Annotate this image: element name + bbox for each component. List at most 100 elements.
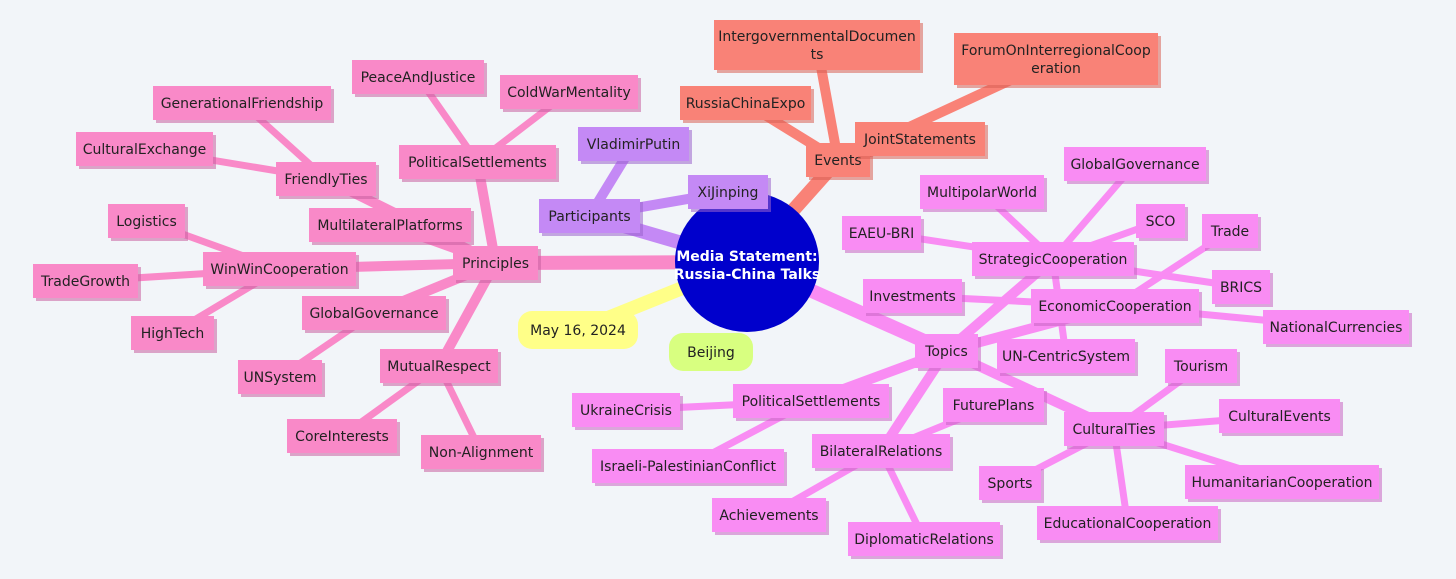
node-box [680, 86, 811, 120]
node-bilateralrelations[interactable]: BilateralRelations [812, 434, 953, 471]
node-trade[interactable]: Trade [1202, 214, 1261, 251]
node-label: Achievements [719, 508, 818, 524]
node-unsystem[interactable]: UNSystem [238, 360, 325, 397]
node-may-16-2024[interactable]: May 16, 2024 [518, 311, 638, 349]
node-israeli-palestinianconflict[interactable]: Israeli-PalestinianConflict [592, 449, 787, 486]
node-box [302, 296, 446, 330]
node-xijinping[interactable]: XiJinping [688, 175, 771, 212]
node-box [712, 498, 826, 532]
node-tradegrowth[interactable]: TradeGrowth [33, 264, 141, 301]
node-vladimirputin[interactable]: VladimirPutin [578, 127, 692, 164]
node-sports[interactable]: Sports [979, 466, 1044, 503]
node-label: Principles [462, 256, 529, 272]
node-culturalevents[interactable]: CulturalEvents [1219, 399, 1343, 436]
node-economiccooperation[interactable]: EconomicCooperation [1031, 289, 1202, 326]
node-box [33, 264, 138, 298]
node-diplomaticrelations[interactable]: DiplomaticRelations [848, 522, 1003, 559]
node-label: GenerationalFriendship [161, 96, 324, 112]
node-label: Participants [548, 209, 630, 225]
node-label: CulturalExchange [83, 142, 207, 158]
node-politicalsettlements[interactable]: PoliticalSettlements [733, 384, 892, 421]
node-brics[interactable]: BRICS [1212, 270, 1273, 307]
node-box [954, 33, 1158, 85]
node-culturalexchange[interactable]: CulturalExchange [76, 132, 216, 169]
node-humanitariancooperation[interactable]: HumanitarianCooperation [1185, 465, 1382, 502]
node-educationalcooperation[interactable]: EducationalCooperation [1037, 506, 1221, 543]
node-box [848, 522, 1000, 556]
node-box [915, 334, 978, 368]
node-box [855, 122, 985, 156]
node-coreinterests[interactable]: CoreInterests [287, 419, 400, 456]
mind-map-nodes: Media Statement:Russia-China Talks Events… [33, 20, 1412, 559]
node-multipolarworld[interactable]: MultipolarWorld [920, 175, 1047, 212]
node-box [812, 434, 950, 468]
node-generationalfriendship[interactable]: GenerationalFriendship [153, 86, 334, 123]
node-ukrainecrisis[interactable]: UkraineCrisis [572, 393, 683, 430]
node-label: FuturePlans [953, 398, 1035, 414]
node-culturalties[interactable]: CulturalTies [1064, 412, 1167, 449]
node-box [309, 208, 471, 242]
node-label: Events [814, 153, 861, 169]
node-winwincooperation[interactable]: WinWinCooperation [203, 252, 359, 289]
node-topics[interactable]: Topics [915, 334, 981, 371]
node-logistics[interactable]: Logistics [108, 204, 188, 241]
node-label-line2: eration [1031, 61, 1081, 77]
node-box [1202, 214, 1258, 248]
node-multilateralplatforms[interactable]: MultilateralPlatforms [309, 208, 474, 245]
node-label-line1: IntergovernmentalDocumen [718, 29, 915, 45]
node-box [669, 333, 753, 371]
node-label: MultipolarWorld [927, 185, 1037, 201]
node-box [1219, 399, 1340, 433]
node-label: HighTech [141, 326, 205, 342]
node-non-alignment[interactable]: Non-Alignment [421, 435, 544, 472]
node-label: EconomicCooperation [1038, 299, 1191, 315]
node-label: SCO [1146, 214, 1176, 230]
node-box [352, 60, 484, 94]
node-label: Israeli-PalestinianConflict [600, 459, 777, 475]
node-box [1064, 147, 1206, 181]
node-un-centricsystem[interactable]: UN-CentricSystem [997, 339, 1138, 376]
node-box [592, 449, 784, 483]
node-tourism[interactable]: Tourism [1165, 349, 1240, 386]
node-politicalsettlements[interactable]: PoliticalSettlements [399, 145, 559, 182]
node-label: JointStatements [863, 132, 976, 148]
node-box [572, 393, 680, 427]
node-label: Logistics [116, 214, 177, 230]
node-peaceandjustice[interactable]: PeaceAndJustice [352, 60, 487, 97]
node-russiachinaexpo[interactable]: RussiaChinaExpo [680, 86, 814, 123]
node-investments[interactable]: Investments [863, 279, 965, 316]
node-label: Sports [988, 476, 1033, 492]
node-box [203, 252, 356, 286]
node-globalgovernance[interactable]: GlobalGovernance [1064, 147, 1209, 184]
node-eaeu-bri[interactable]: EAEU-BRI [842, 216, 924, 253]
node-label: Topics [924, 344, 968, 360]
node-globalgovernance[interactable]: GlobalGovernance [302, 296, 449, 333]
node-strategiccooperation[interactable]: StrategicCooperation [972, 242, 1137, 279]
node-label: BRICS [1220, 280, 1262, 296]
root-node[interactable]: Media Statement:Russia-China Talks [674, 192, 820, 332]
node-achievements[interactable]: Achievements [712, 498, 829, 535]
node-box [979, 466, 1041, 500]
node-nationalcurrencies[interactable]: NationalCurrencies [1263, 310, 1412, 347]
node-label: MultilateralPlatforms [317, 218, 462, 234]
node-label: Investments [869, 289, 956, 305]
node-friendlyties[interactable]: FriendlyTies [276, 162, 379, 199]
node-box [920, 175, 1044, 209]
node-coldwarmentality[interactable]: ColdWarMentality [500, 75, 641, 112]
node-futureplans[interactable]: FuturePlans [943, 388, 1047, 425]
node-box [539, 199, 640, 233]
node-hightech[interactable]: HighTech [131, 316, 217, 353]
node-label: CulturalTies [1072, 422, 1155, 438]
node-box [972, 242, 1134, 276]
node-beijing[interactable]: Beijing [669, 333, 753, 371]
node-sco[interactable]: SCO [1136, 204, 1188, 241]
node-principles[interactable]: Principles [453, 246, 541, 283]
node-label: TradeGrowth [40, 274, 130, 290]
node-jointstatements[interactable]: JointStatements [855, 122, 988, 159]
node-label: BilateralRelations [820, 444, 943, 460]
node-participants[interactable]: Participants [539, 199, 643, 236]
node-mutualrespect[interactable]: MutualRespect [380, 349, 501, 386]
